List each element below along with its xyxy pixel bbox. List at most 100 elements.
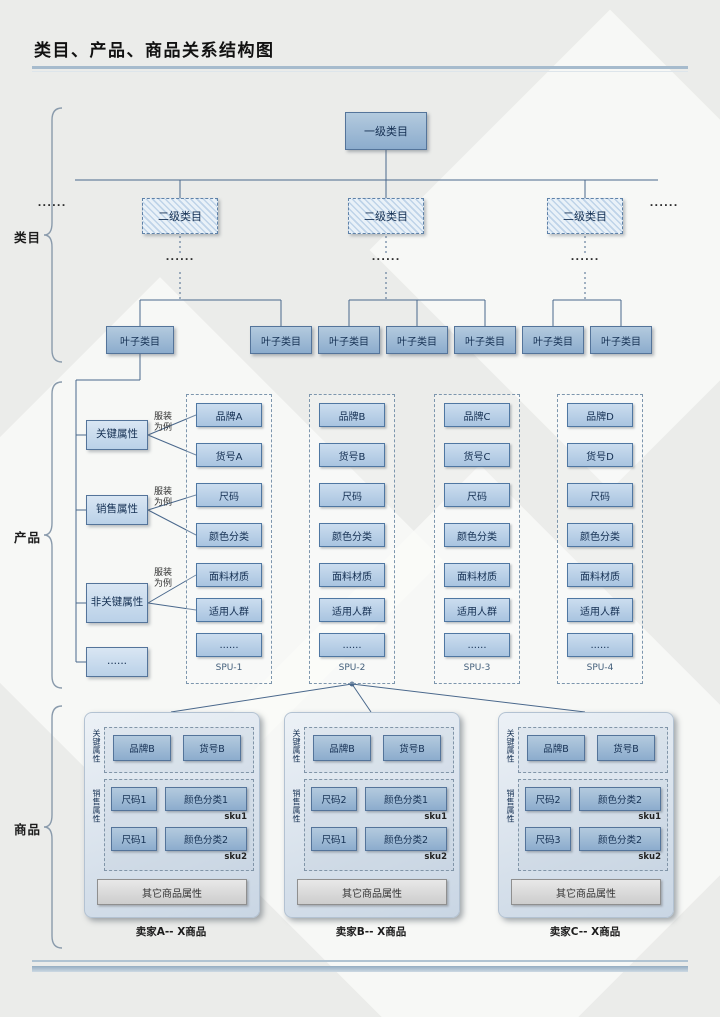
note-clothing-example: 服装为例 xyxy=(153,487,172,509)
brand-node: 品牌B xyxy=(313,735,371,761)
color-node: 颜色分类1 xyxy=(365,787,447,811)
color-node: 颜色分类2 xyxy=(579,787,661,811)
ellipsis-text: ...... xyxy=(165,252,195,263)
spu-item: 面料材质 xyxy=(567,563,633,587)
spu-item: 尺码 xyxy=(567,483,633,507)
key-attr-vertical-label: 关键属性 xyxy=(506,729,515,763)
spu-item: ...... xyxy=(444,633,510,657)
other-attrs-node: 其它商品属性 xyxy=(97,879,247,905)
sku-label: sku1 xyxy=(224,812,247,822)
seller-caption: 卖家C-- X商品 xyxy=(549,926,621,938)
section-label-product: 产品 xyxy=(14,530,42,545)
level2-category-node: 二级类目 xyxy=(348,198,424,234)
leaf-category-node: 叶子类目 xyxy=(318,326,380,354)
spu-item: 货号B xyxy=(319,443,385,467)
artno-node: 货号B xyxy=(597,735,655,761)
brand-node: 品牌B xyxy=(527,735,585,761)
leaf-category-node: 叶子类目 xyxy=(522,326,584,354)
spu-item: 颜色分类 xyxy=(444,523,510,547)
ellipsis-text: ...... xyxy=(570,252,600,263)
note-clothing-example: 服装为例 xyxy=(153,568,172,590)
spu-label: SPU-1 xyxy=(215,663,243,673)
other-attrs-node: 其它商品属性 xyxy=(297,879,447,905)
section-braces xyxy=(43,107,63,949)
attribute-fan-lines xyxy=(147,414,197,611)
size-node: 尺码1 xyxy=(111,787,157,811)
spu-label: SPU-3 xyxy=(463,663,491,673)
spu-item: 颜色分类 xyxy=(196,523,262,547)
spu-item: 品牌D xyxy=(567,403,633,427)
spu-to-seller-lines xyxy=(170,681,586,713)
level2-category-node: 二级类目 xyxy=(547,198,623,234)
spu-item: 货号D xyxy=(567,443,633,467)
size-node: 尺码3 xyxy=(525,827,571,851)
spu-item: ...... xyxy=(567,633,633,657)
spu-item: 颜色分类 xyxy=(319,523,385,547)
spu-item: 适用人群 xyxy=(319,598,385,622)
leaf-to-attribute-spine xyxy=(75,354,141,663)
spu-item: 品牌B xyxy=(319,403,385,427)
spu-item: 尺码 xyxy=(196,483,262,507)
spu-item: 面料材质 xyxy=(444,563,510,587)
other-attrs-node: 其它商品属性 xyxy=(511,879,661,905)
bottom-rule-thin xyxy=(32,960,688,962)
attribute-group-more: ...... xyxy=(86,647,148,677)
title-rule xyxy=(32,66,688,72)
spu-item: 品牌A xyxy=(196,403,262,427)
ellipsis-text: ...... xyxy=(371,252,401,263)
section-label-commodity: 商品 xyxy=(14,822,42,837)
leaf-category-node: 叶子类目 xyxy=(454,326,516,354)
sku-label: sku1 xyxy=(424,812,447,822)
leaf-category-node: 叶子类目 xyxy=(106,326,174,354)
dotted-branch-connectors xyxy=(179,236,586,300)
spu-item: 面料材质 xyxy=(196,563,262,587)
spu-item: 货号A xyxy=(196,443,262,467)
spu-item: 颜色分类 xyxy=(567,523,633,547)
seller-card: 关键属性 品牌B 货号B 销售属性 尺码1 颜色分类1 sku1 尺码1 颜色分… xyxy=(84,712,260,918)
brand-node: 品牌B xyxy=(113,735,171,761)
root-category-node: 一级类目 xyxy=(345,112,427,150)
spu-item: 适用人群 xyxy=(567,598,633,622)
level2-category-node: 二级类目 xyxy=(142,198,218,234)
color-node: 颜色分类2 xyxy=(579,827,661,851)
spu-item: 货号C xyxy=(444,443,510,467)
artno-node: 货号B xyxy=(183,735,241,761)
key-attr-vertical-label: 关键属性 xyxy=(92,729,101,763)
spu-label: SPU-4 xyxy=(586,663,614,673)
spu-item: 品牌C xyxy=(444,403,510,427)
sales-attr-vertical-label: 销售属性 xyxy=(92,789,101,823)
seller-card: 关键属性 品牌B 货号B 销售属性 尺码2 颜色分类2 sku1 尺码3 颜色分… xyxy=(498,712,674,918)
color-node: 颜色分类2 xyxy=(365,827,447,851)
leaf-category-node: 叶子类目 xyxy=(590,326,652,354)
sku-label: sku1 xyxy=(638,812,661,822)
sku-label: sku2 xyxy=(638,852,661,862)
bottom-rule-thick xyxy=(32,966,688,972)
attribute-group-sales: 销售属性 xyxy=(86,495,148,525)
seller-card: 关键属性 品牌B 货号B 销售属性 尺码2 颜色分类1 sku1 尺码1 颜色分… xyxy=(284,712,460,918)
size-node: 尺码2 xyxy=(311,787,357,811)
spu-item: 适用人群 xyxy=(196,598,262,622)
sales-attr-vertical-label: 销售属性 xyxy=(292,789,301,823)
spu-item: ...... xyxy=(196,633,262,657)
section-label-category: 类目 xyxy=(14,230,42,245)
ellipsis-text: ...... xyxy=(649,198,679,209)
note-clothing-example: 服装为例 xyxy=(153,412,172,434)
attribute-group-nonkey: 非关键属性 xyxy=(86,583,148,623)
tree-connectors xyxy=(75,150,658,326)
spu-item: 尺码 xyxy=(319,483,385,507)
sku-label: sku2 xyxy=(224,852,247,862)
sales-attr-vertical-label: 销售属性 xyxy=(506,789,515,823)
seller-caption: 卖家B-- X商品 xyxy=(335,926,407,938)
spu-item: 适用人群 xyxy=(444,598,510,622)
page-title: 类目、产品、商品关系结构图 xyxy=(34,41,275,61)
leaf-category-node: 叶子类目 xyxy=(386,326,448,354)
spu-item: 尺码 xyxy=(444,483,510,507)
color-node: 颜色分类1 xyxy=(165,787,247,811)
ellipsis-text: ...... xyxy=(37,198,67,209)
size-node: 尺码1 xyxy=(111,827,157,851)
size-node: 尺码2 xyxy=(525,787,571,811)
seller-caption: 卖家A-- X商品 xyxy=(135,926,207,938)
leaf-category-node: 叶子类目 xyxy=(250,326,312,354)
